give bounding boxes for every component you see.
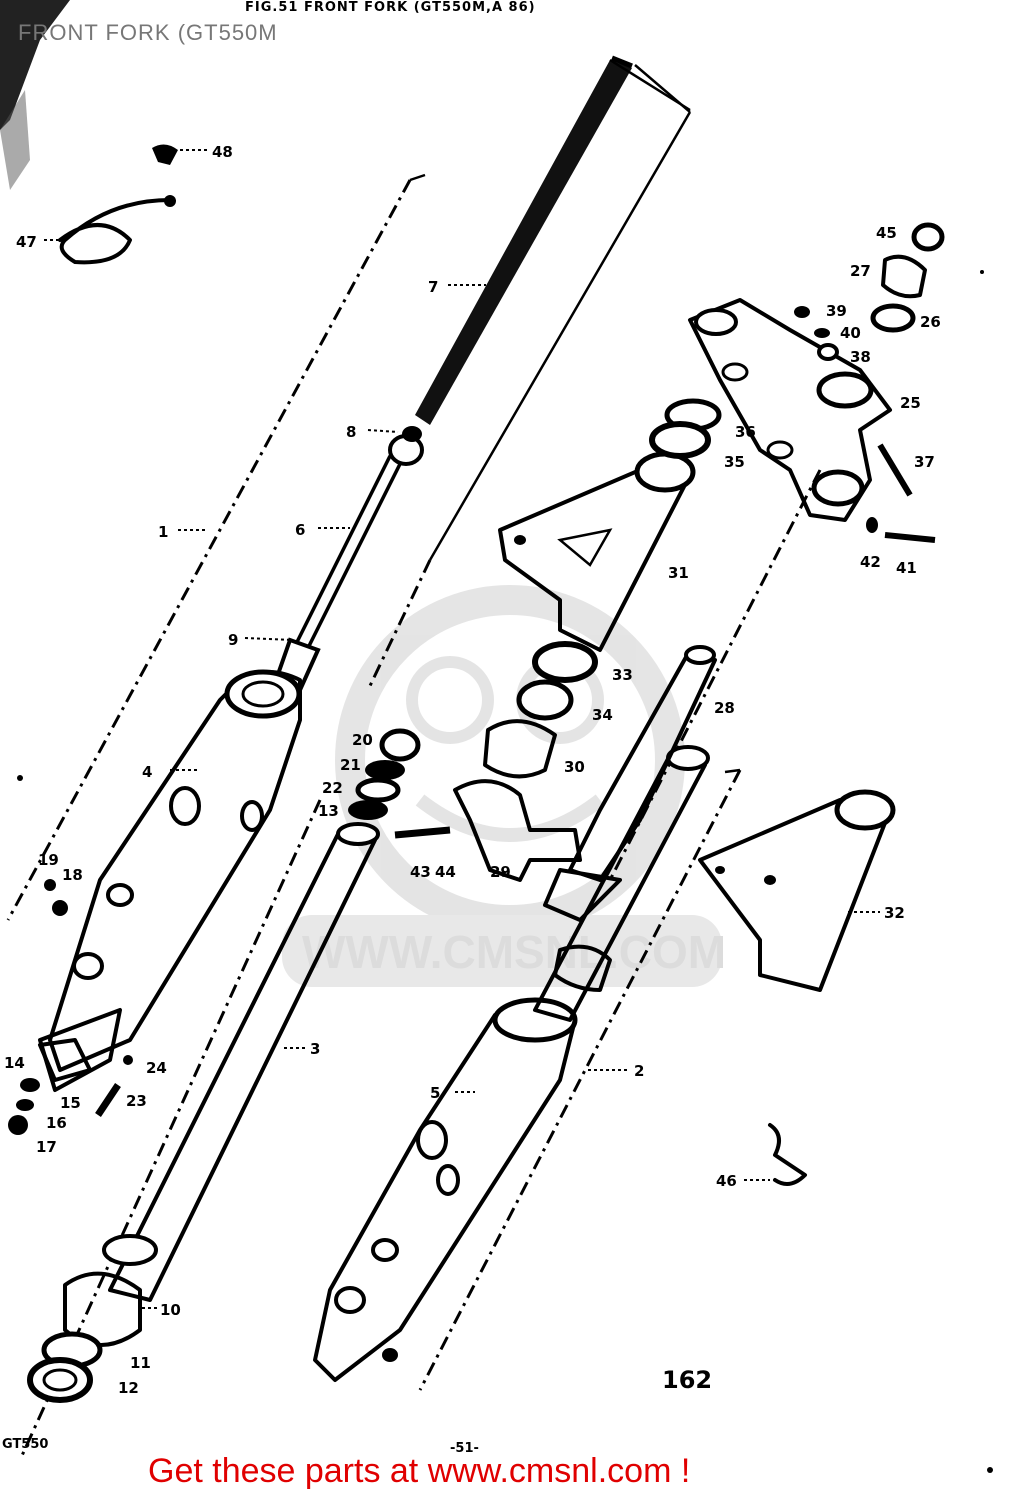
assembly-lines [6, 173, 822, 1461]
callout-32: 32 [884, 904, 905, 922]
callout-34: 34 [592, 706, 613, 724]
callout-4: 4 [142, 763, 152, 781]
callout-2: 2 [634, 1062, 644, 1080]
callout-40: 40 [840, 324, 861, 342]
callout-20: 20 [352, 731, 373, 749]
watermark-text: WWW.CMSNL.COM [302, 926, 726, 978]
callout-43: 43 [410, 863, 431, 881]
left-fork-cover [498, 451, 696, 652]
callout-37: 37 [914, 453, 935, 471]
right-outer-tube [313, 997, 578, 1382]
callout-29: 29 [490, 863, 511, 881]
callout-26: 26 [920, 313, 941, 331]
page-label-left: GT550 [2, 1437, 48, 1452]
page-number: -51- [450, 1441, 479, 1456]
cable-clip [768, 1123, 807, 1186]
callout-21: 21 [340, 756, 361, 774]
top-triple-clamp [688, 298, 936, 543]
callout-16: 16 [46, 1114, 67, 1132]
callout-19: 19 [38, 851, 59, 869]
callout-30: 30 [564, 758, 585, 776]
callout-14: 14 [4, 1054, 25, 1072]
callout-48: 48 [212, 143, 233, 161]
callout-6: 6 [295, 521, 305, 539]
callout-44: 44 [435, 863, 456, 881]
left-outer-tube [38, 669, 302, 1092]
callout-28: 28 [714, 699, 735, 717]
breather-hose [58, 144, 178, 265]
callout-39: 39 [826, 302, 847, 320]
figure-number: 162 [662, 1366, 712, 1394]
frame-lines [428, 64, 692, 561]
callout-1: 1 [158, 523, 168, 541]
callout-42: 42 [860, 553, 881, 571]
cmsnl-watermark: WWW.CMSNL.COM [282, 585, 726, 987]
lower-clamp-bolt [394, 779, 582, 882]
callout-24: 24 [146, 1059, 167, 1077]
callout-41: 41 [896, 559, 917, 577]
damper-rod [273, 426, 424, 693]
callout-10: 10 [160, 1301, 181, 1319]
callout-labels: 48 47 7 45 27 39 26 40 38 25 8 36 35 37 … [2, 143, 941, 1456]
fork-spring [415, 55, 691, 425]
steering-stem [543, 645, 717, 922]
callout-46: 46 [716, 1172, 737, 1190]
callout-15: 15 [60, 1094, 81, 1112]
page-title: FRONT FORK (GT550M [18, 20, 278, 45]
left-inner-tube [102, 822, 380, 1302]
callout-7: 7 [428, 278, 438, 296]
bottom-seals [27, 1271, 142, 1403]
callout-17: 17 [36, 1138, 57, 1156]
callout-36: 36 [735, 423, 756, 441]
callout-47: 47 [16, 233, 37, 251]
callout-35: 35 [724, 453, 745, 471]
callout-18: 18 [62, 866, 83, 884]
axle-holder-parts [8, 879, 133, 1135]
cmsnl-parts-link[interactable]: Get these parts at www.cmsnl.com ! [148, 1452, 691, 1490]
callout-33: 33 [612, 666, 633, 684]
callout-38: 38 [850, 348, 871, 366]
right-inner-tube [533, 745, 710, 1022]
scan-noise [0, 0, 993, 1473]
callout-11: 11 [130, 1354, 151, 1372]
callout-22: 22 [322, 779, 343, 797]
callout-9: 9 [228, 631, 238, 649]
header-caption: FIG.51 FRONT FORK (GT550M,A 86) [245, 0, 536, 15]
callout-13: 13 [318, 802, 339, 820]
stem-cap-nut-washer [794, 222, 945, 361]
bearing-races [483, 398, 722, 779]
callout-12: 12 [118, 1379, 139, 1397]
callout-45: 45 [876, 224, 897, 242]
callout-8: 8 [346, 423, 356, 441]
callout-27: 27 [850, 262, 871, 280]
callout-23: 23 [126, 1092, 147, 1110]
callout-5: 5 [430, 1084, 440, 1102]
right-fork-cover [698, 789, 896, 992]
callout-3: 3 [310, 1040, 320, 1058]
seal-stack [348, 728, 421, 820]
callout-25: 25 [900, 394, 921, 412]
leader-lines [44, 149, 880, 1309]
callout-31: 31 [668, 564, 689, 582]
